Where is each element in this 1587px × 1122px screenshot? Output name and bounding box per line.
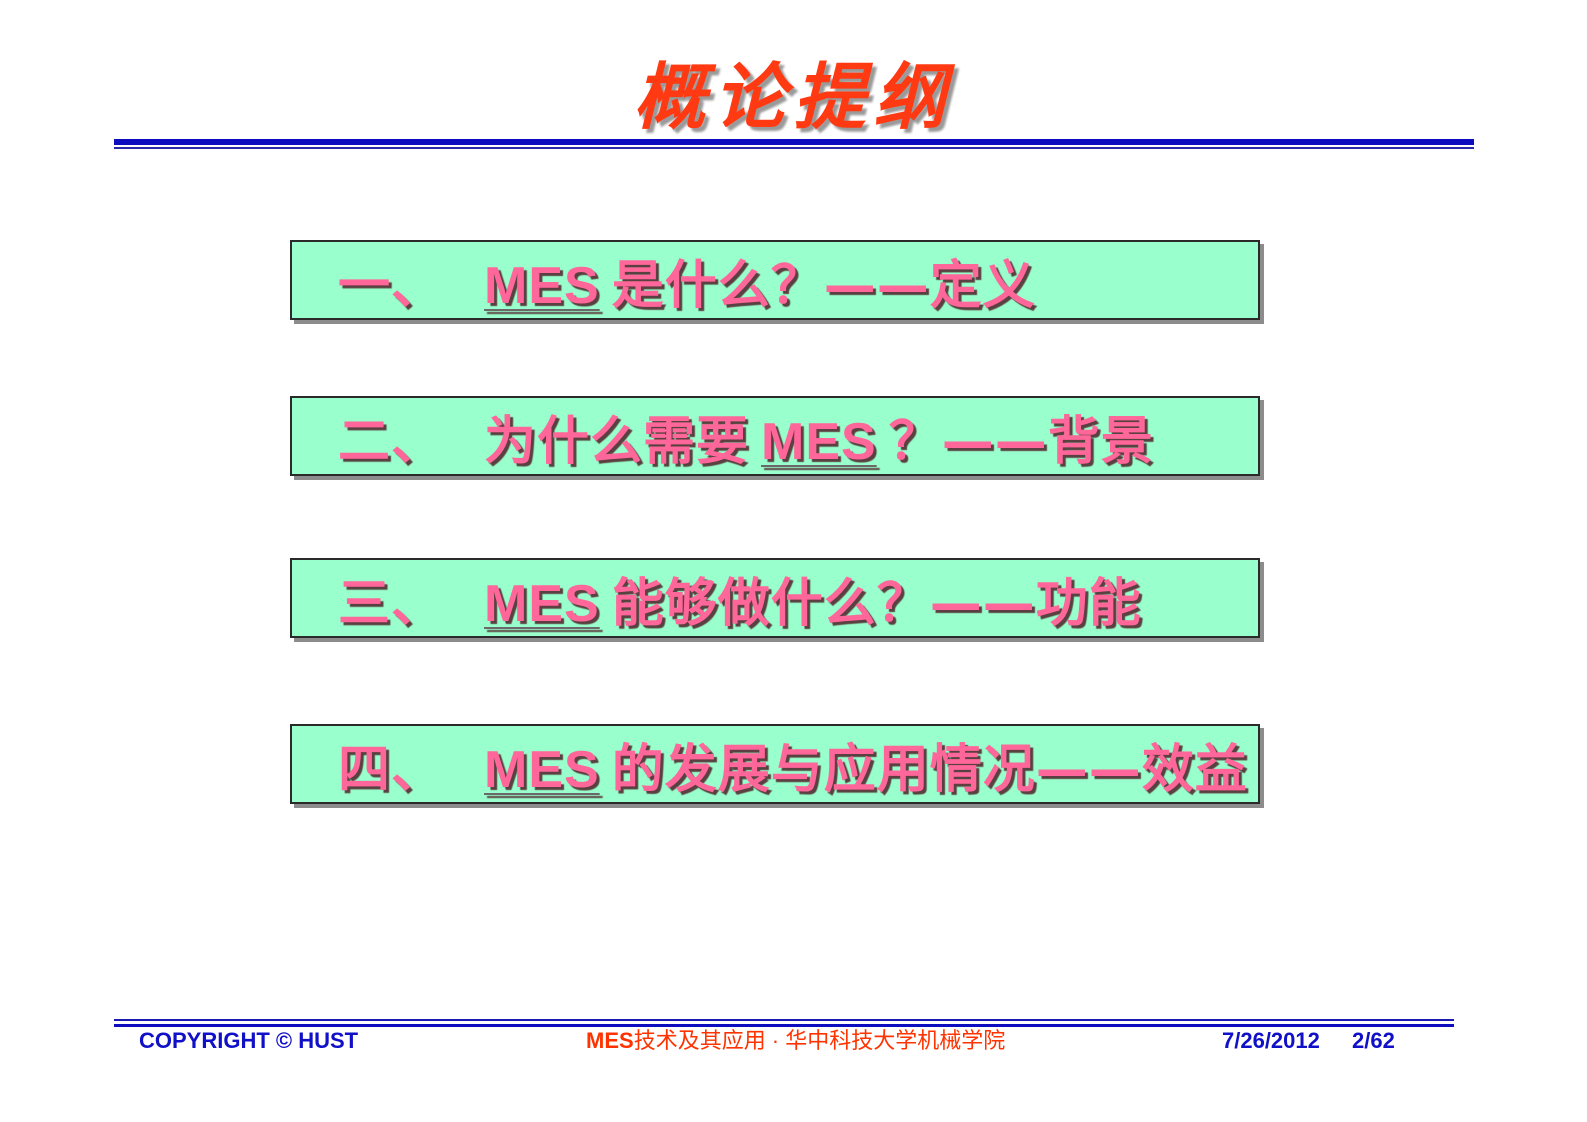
slide-title: 概论提纲 <box>633 54 954 139</box>
outline-item-text: 能够做什么？——功能 <box>611 573 1142 634</box>
outline-numeral: 四、 <box>338 739 445 800</box>
outline-item-text: 的发展与应用情况——效益 <box>611 739 1248 800</box>
outline-numeral: 二、 <box>338 411 445 472</box>
outline-item-pre-text: 为什么需要 <box>484 411 750 472</box>
footer-course-mes: MES <box>586 1028 634 1053</box>
outline-numeral: 三、 <box>338 573 445 634</box>
outline-item-text: ？——背景 <box>888 411 1154 472</box>
footer-date: 7/26/2012 <box>1222 1028 1320 1053</box>
header-rule-thick <box>114 139 1474 145</box>
footer-course-rest: 技术及其应用 · 华中科技大学机械学院 <box>633 1028 1006 1053</box>
footer-rule-bottom <box>114 1024 1454 1027</box>
mes-link[interactable]: MES <box>484 256 600 315</box>
mes-link[interactable]: MES <box>484 740 600 799</box>
footer-copyright: COPYRIGHT © HUST <box>139 1028 359 1053</box>
header-rule-thin <box>114 147 1474 149</box>
footer-rule-top <box>114 1019 1454 1021</box>
footer-page-number: 2/62 <box>1352 1028 1395 1053</box>
outline-item-text: 是什么？——定义 <box>611 255 1036 316</box>
footer-course-title: MES技术及其应用 · 华中科技大学机械学院 <box>586 1027 1005 1055</box>
mes-link[interactable]: MES <box>484 574 600 633</box>
mes-link[interactable]: MES <box>761 412 877 471</box>
outline-numeral: 一、 <box>338 255 445 316</box>
